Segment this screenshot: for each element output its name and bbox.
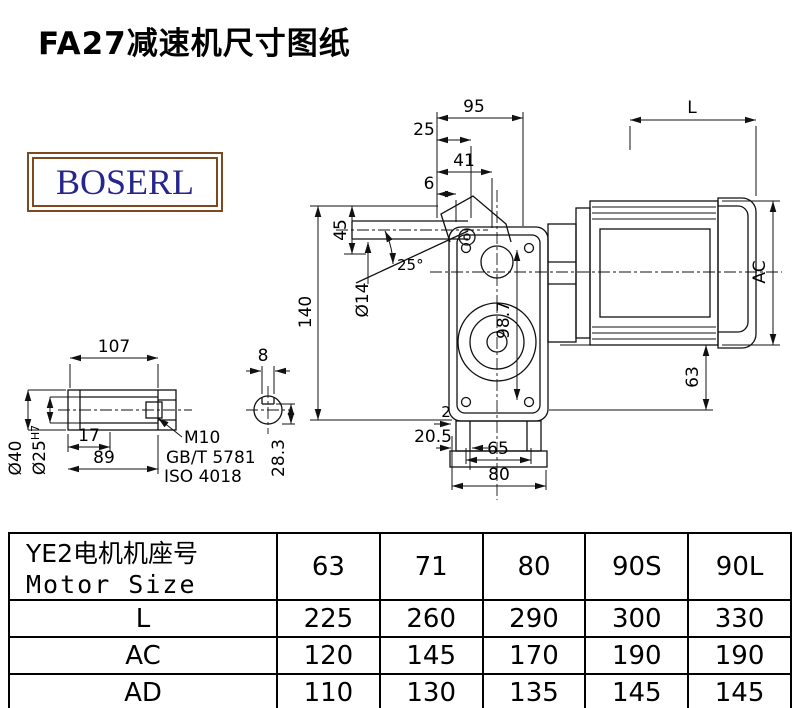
dim-95: 95 <box>463 97 485 117</box>
dim-107: 107 <box>98 337 130 357</box>
motor <box>547 197 757 349</box>
dim-25: 25 <box>413 120 435 140</box>
dim-dia25: Ø25H7 <box>29 425 50 475</box>
label-m10: M10 <box>184 428 220 448</box>
dim-8: 8 <box>258 346 269 366</box>
dim-angle-25: 25° <box>397 256 424 274</box>
dim-140: 140 <box>296 296 316 328</box>
dim-dia40: Ø40 <box>6 440 26 475</box>
label-iso4018: ISO 4018 <box>164 467 242 487</box>
cell-AD-2: 130 <box>378 673 484 708</box>
table-header-title: YE2电机机座号 Motor Size <box>8 532 278 601</box>
cell-L-2: 260 <box>378 599 484 638</box>
dim-6: 6 <box>424 174 435 194</box>
motor-size-col-1: 63 <box>276 532 381 601</box>
cell-AC-5: 190 <box>687 636 792 675</box>
dim-89: 89 <box>93 448 115 468</box>
dim-41: 41 <box>453 151 475 171</box>
dim-45: 45 <box>331 219 351 241</box>
dim-65: 65 <box>487 439 509 459</box>
cell-L-4: 300 <box>584 599 690 638</box>
dim-L: L <box>687 98 697 118</box>
dim-2: 2 <box>441 403 451 421</box>
dim-80: 80 <box>488 465 510 485</box>
page-title: FA27减速机尺寸图纸 <box>38 26 351 62</box>
cell-AD-4: 145 <box>584 673 690 708</box>
cell-AD-5: 145 <box>687 673 792 708</box>
shaft-cross-section <box>253 395 283 425</box>
motor-size-table: YE2电机机座号 Motor Size 63 71 80 90S 90L L 2… <box>8 532 792 708</box>
header-cn: YE2电机机座号 <box>26 539 198 568</box>
row-label-L: L <box>8 599 278 638</box>
dim-dia14: Ø14 <box>353 282 373 317</box>
dim-63: 63 <box>683 366 703 388</box>
cell-AC-2: 145 <box>378 636 484 675</box>
dimensions: 95 L 25 41 6 45 1 <box>6 97 780 490</box>
cell-AD-3: 135 <box>481 673 587 708</box>
dim-AC: AC <box>750 260 770 283</box>
cell-AD-1: 110 <box>276 673 381 708</box>
technical-drawing: 95 L 25 41 6 45 1 <box>6 97 782 500</box>
cell-AC-1: 120 <box>276 636 381 675</box>
motor-size-col-2: 71 <box>378 532 484 601</box>
table-row-AC: AC 120 145 170 190 190 <box>8 636 792 675</box>
table-row-AD: AD 110 130 135 145 145 <box>8 673 792 708</box>
motor-size-col-5: 90L <box>687 532 792 601</box>
dim-28-3: 28.3 <box>269 439 289 477</box>
dim-17: 17 <box>78 426 100 446</box>
dim-20-5: 20.5 <box>414 427 452 447</box>
motor-size-col-3: 80 <box>481 532 587 601</box>
dim-98-7: 98.7 <box>494 301 514 339</box>
cell-AC-4: 190 <box>584 636 690 675</box>
header-en: Motor Size <box>26 570 197 599</box>
row-label-AC: AC <box>8 636 278 675</box>
cell-L-1: 225 <box>276 599 381 638</box>
table-row-L: L 225 260 290 300 330 <box>8 599 792 638</box>
cell-L-5: 330 <box>687 599 792 638</box>
cell-AC-3: 170 <box>481 636 587 675</box>
row-label-AD: AD <box>8 673 278 708</box>
table-header-row: YE2电机机座号 Motor Size 63 71 80 90S 90L <box>8 532 792 601</box>
motor-size-col-4: 90S <box>584 532 690 601</box>
label-gbt5781: GB/T 5781 <box>166 448 256 468</box>
fan-cowl <box>717 197 757 349</box>
boserl-logo: BOSERL <box>27 152 223 212</box>
logo-text: BOSERL <box>32 157 218 207</box>
cell-L-3: 290 <box>481 599 587 638</box>
